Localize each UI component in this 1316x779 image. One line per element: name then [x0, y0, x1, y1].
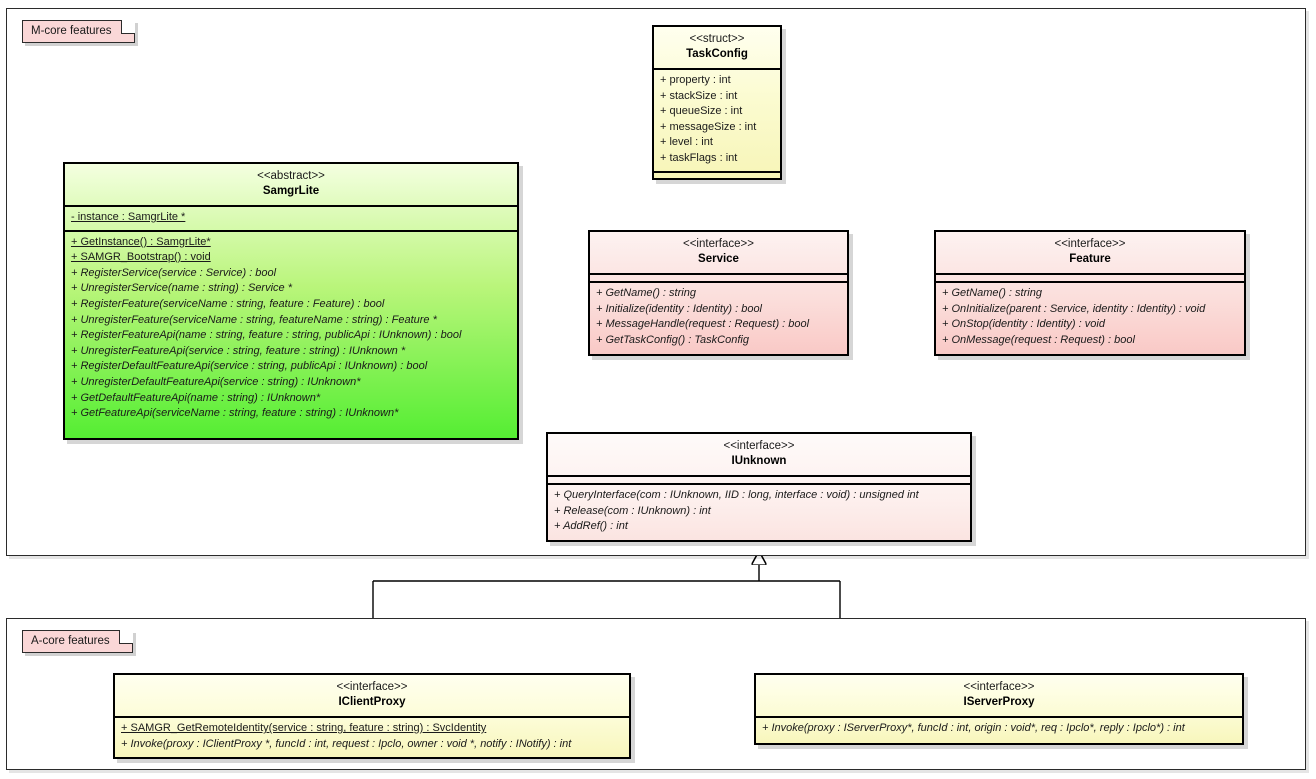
operation-row: + Invoke(proxy : IClientProxy *, funcId …	[121, 737, 572, 750]
stereotype-samgrlite: <<abstract>>	[257, 170, 325, 182]
operation-row: + OnStop(identity : Identity) : void	[942, 318, 1105, 331]
class-box-iserverproxy[interactable]: <<interface>> IServerProxy + Invoke(prox…	[754, 673, 1244, 745]
operation-row: + RegisterService(service : Service) : b…	[71, 266, 277, 279]
class-header-feature: <<interface>> Feature	[936, 232, 1244, 275]
attribute-row: + messageSize : int	[660, 120, 757, 133]
class-header-iclientproxy: <<interface>> IClientProxy	[115, 675, 629, 718]
class-box-service[interactable]: <<interface>> Service + GetName() : stri…	[588, 230, 849, 356]
stereotype-iclientproxy: <<interface>>	[336, 681, 408, 693]
attribute-row: + property : int	[660, 74, 731, 86]
operations-iclientproxy: + SAMGR_GetRemoteIdentity(service : stri…	[115, 718, 629, 756]
class-header-iunknown: <<interface>> IUnknown	[548, 434, 970, 477]
operation-row: + Invoke(proxy : IServerProxy*, funcId :…	[762, 722, 1185, 734]
operation-row: + GetFeatureApi(serviceName : string, fe…	[71, 407, 399, 420]
class-name-samgrlite: SamgrLite	[262, 185, 320, 197]
operation-row: + Initialize(identity : Identity) : bool	[596, 302, 762, 315]
class-header-taskconfig: <<struct>> TaskConfig	[654, 27, 780, 70]
operation-row: + OnInitialize(parent : Service, identit…	[942, 302, 1206, 315]
class-header-samgrlite: <<abstract>> SamgrLite	[65, 164, 517, 207]
class-box-feature[interactable]: <<interface>> Feature + GetName() : stri…	[934, 230, 1246, 356]
attributes-taskconfig: + property : int + stackSize : int + que…	[654, 70, 780, 171]
class-box-iunknown[interactable]: <<interface>> IUnknown + QueryInterface(…	[546, 432, 972, 542]
class-name-taskconfig: TaskConfig	[686, 48, 748, 60]
class-header-iserverproxy: <<interface>> IServerProxy	[756, 675, 1242, 718]
operation-row: + QueryInterface(com : IUnknown, IID : l…	[554, 489, 919, 501]
operations-iserverproxy: + Invoke(proxy : IServerProxy*, funcId :…	[756, 718, 1242, 741]
operation-row: + MessageHandle(request : Request) : boo…	[596, 318, 810, 331]
operation-row: + RegisterDefaultFeatureApi(service : st…	[71, 360, 428, 373]
package-label-m-core-text: M-core features	[31, 25, 112, 37]
operation-row: + GetName() : string	[942, 287, 1042, 299]
operation-row: + SAMGR_Bootstrap() : void	[71, 251, 211, 264]
stereotype-iunknown: <<interface>>	[723, 440, 795, 452]
operation-row: + GetTaskConfig() : TaskConfig	[596, 333, 749, 346]
operations-feature: + GetName() : string + OnInitialize(pare…	[936, 281, 1244, 352]
operations-samgrlite: + GetInstance() : SamgrLite* + SAMGR_Boo…	[65, 229, 517, 426]
stereotype-service: <<interface>>	[683, 238, 754, 250]
operation-row: + OnMessage(request : Request) : bool	[942, 333, 1135, 346]
class-box-iclientproxy[interactable]: <<interface>> IClientProxy + SAMGR_GetRe…	[113, 673, 631, 759]
attribute-row: - instance : SamgrLite *	[71, 211, 186, 223]
attribute-row: + taskFlags : int	[660, 151, 738, 164]
note-fold-icon	[118, 630, 133, 644]
operation-row: + RegisterFeature(serviceName : string, …	[71, 297, 385, 310]
operation-row: + UnregisterDefaultFeatureApi(service : …	[71, 375, 361, 388]
operation-row: + SAMGR_GetRemoteIdentity(service : stri…	[121, 722, 487, 734]
operation-row: + GetDefaultFeatureApi(name : string) : …	[71, 391, 321, 404]
class-name-iunknown: IUnknown	[731, 455, 787, 467]
operation-row: + RegisterFeatureApi(name : string, feat…	[71, 329, 462, 342]
class-name-iclientproxy: IClientProxy	[338, 696, 406, 708]
package-label-a-core-text: A-core features	[31, 635, 110, 647]
attributes-samgrlite: - instance : SamgrLite *	[65, 207, 517, 230]
stereotype-iserverproxy: <<interface>>	[963, 681, 1035, 693]
note-fold-icon	[120, 20, 135, 34]
class-name-iserverproxy: IServerProxy	[963, 696, 1035, 708]
class-name-feature: Feature	[1069, 253, 1111, 265]
stereotype-taskconfig: <<struct>>	[689, 33, 745, 45]
package-label-a-core: A-core features	[22, 630, 133, 653]
operation-row: + Release(com : IUnknown) : int	[554, 504, 711, 517]
operations-taskconfig	[654, 170, 780, 178]
operations-iunknown: + QueryInterface(com : IUnknown, IID : l…	[548, 483, 970, 539]
operations-service: + GetName() : string + Initialize(identi…	[590, 281, 847, 352]
class-box-samgrlite[interactable]: <<abstract>> SamgrLite - instance : Samg…	[63, 162, 519, 440]
class-header-service: <<interface>> Service	[590, 232, 847, 275]
package-label-m-core: M-core features	[22, 20, 135, 43]
operation-row: + UnregisterFeature(serviceName : string…	[71, 313, 437, 326]
attribute-row: + stackSize : int	[660, 89, 738, 102]
class-box-taskconfig[interactable]: <<struct>> TaskConfig + property : int +…	[652, 25, 782, 180]
attribute-row: + level : int	[660, 136, 713, 149]
operation-row: + GetInstance() : SamgrLite*	[71, 235, 211, 248]
operation-row: + AddRef() : int	[554, 520, 628, 533]
class-name-service: Service	[698, 253, 739, 265]
operation-row: + UnregisterFeatureApi(service : string,…	[71, 344, 406, 357]
operation-row: + GetName() : string	[596, 287, 696, 299]
attribute-row: + queueSize : int	[660, 105, 743, 118]
stereotype-feature: <<interface>>	[1054, 238, 1126, 250]
operation-row: + UnregisterService(name : string) : Ser…	[71, 282, 292, 295]
